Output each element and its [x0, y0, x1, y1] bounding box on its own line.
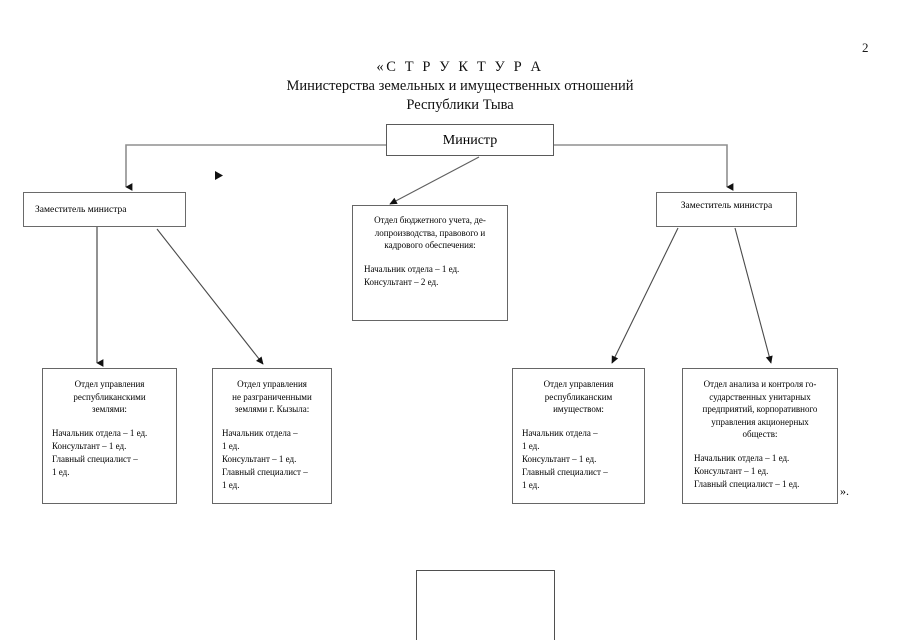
edge-deputy-right-to-dept3: [611, 227, 679, 364]
edge-minister-to-deputy-right: [554, 144, 734, 191]
node-dept2-title-line-2: не разграниченными: [232, 391, 312, 402]
node-dept1-title-line-2: республиканскими: [73, 391, 146, 402]
stray-arrow-icon-left: [215, 171, 223, 180]
node-budget-title-line-1: Отдел бюджетного учета, де-: [374, 215, 486, 225]
node-budget-title-line-2: лопроизводства, правового и: [374, 227, 486, 238]
node-dept1-staff-line-1: Начальник отдела – 1 ед.: [52, 427, 148, 438]
node-dept2-staff-line-1: Начальник отдела –: [222, 427, 298, 438]
node-dept3-title: Отдел управления республиканским имущест…: [519, 378, 638, 416]
title-line-2: Министерства земельных и имущественных о…: [286, 78, 634, 94]
edge-minister-to-deputy-left: [125, 144, 386, 191]
node-minister-label: Министр: [442, 133, 498, 148]
node-budget-staff: Начальник отдела – 1 ед. Консультант – 2…: [360, 263, 500, 289]
node-dept2-staff-line-2: 1 ед.: [222, 440, 240, 451]
node-budget-department[interactable]: Отдел бюджетного учета, де- лопроизводст…: [352, 205, 508, 321]
node-dept4-title: Отдел анализа и контроля го- сударственн…: [689, 378, 831, 441]
node-dept3-staff-line-5: 1 ед.: [522, 479, 540, 490]
node-dept4-staff-line-3: Главный специалист – 1 ед.: [694, 478, 800, 489]
node-dept1-staff: Начальник отдела – 1 ед. Консультант – 1…: [49, 427, 170, 479]
edge-deputy-left-to-dept2: [156, 228, 264, 365]
node-dept2-title-line-1: Отдел управления: [237, 379, 307, 389]
node-dept4-title-line-5: обществ:: [742, 429, 778, 440]
node-dept2-title-line-3: землями г. Кызыла:: [234, 404, 310, 415]
node-dept4-title-line-1: Отдел анализа и контроля го-: [703, 379, 817, 389]
node-dept-republican-lands[interactable]: Отдел управления республиканскими землям…: [42, 368, 177, 504]
node-dept3-staff: Начальник отдела – 1 ед. Консультант – 1…: [519, 427, 638, 492]
node-dept1-staff-line-2: Консультант – 1 ед.: [52, 440, 127, 451]
node-dept4-title-line-2: сударственных унитарных: [709, 391, 811, 402]
empty-box[interactable]: [416, 570, 555, 640]
node-dept3-staff-line-1: Начальник отдела –: [522, 427, 598, 438]
closing-quotation-mark: ».: [840, 484, 849, 498]
node-dept2-staff-line-5: 1 ед.: [222, 479, 240, 490]
node-dept1-title: Отдел управления республиканскими землям…: [49, 378, 170, 416]
node-deputy-minister-left[interactable]: Заместитель министра: [23, 192, 186, 227]
edge-deputy-right-to-dept4: [734, 227, 773, 364]
node-budget-title-line-3: кадрового обеспечения:: [384, 240, 476, 251]
page-number: 2: [862, 40, 869, 55]
node-dept-republican-property[interactable]: Отдел управления республиканским имущест…: [512, 368, 645, 504]
node-dept3-staff-line-4: Главный специалист –: [522, 466, 608, 477]
node-dept2-staff-line-4: Главный специалист –: [222, 466, 308, 477]
node-dept-analysis-control[interactable]: Отдел анализа и контроля го- сударственн…: [682, 368, 838, 504]
node-dept2-staff: Начальник отдела – 1 ед. Консультант – 1…: [219, 427, 325, 492]
node-dept3-staff-line-3: Консультант – 1 ед.: [522, 453, 597, 464]
node-dept3-title-line-1: Отдел управления: [543, 379, 614, 389]
node-dept1-staff-line-3: Главный специалист –: [52, 453, 138, 464]
node-dept4-title-line-3: предприятий, корпоративного: [702, 404, 818, 415]
document-title: «С Т Р У К Т У Р А Министерства земельны…: [230, 58, 690, 115]
node-deputy-right-label: Заместитель министра: [680, 201, 773, 211]
node-budget-staff-line-2: Консультант – 2 ед.: [364, 276, 439, 287]
node-deputy-left-label: Заместитель министра: [35, 205, 127, 215]
node-budget-staff-line-1: Начальник отдела – 1 ед.: [364, 263, 460, 274]
node-dept4-title-line-4: управления акционерных: [711, 416, 809, 427]
node-dept3-title-line-2: республиканским: [544, 391, 613, 402]
node-dept3-title-line-3: имуществом:: [553, 404, 604, 415]
node-dept4-staff-line-2: Консультант – 1 ед.: [694, 465, 769, 476]
node-dept-undivided-lands[interactable]: Отдел управления не разграниченными земл…: [212, 368, 332, 504]
node-dept4-staff-line-1: Начальник отдела – 1 ед.: [694, 452, 790, 463]
node-dept2-title: Отдел управления не разграниченными земл…: [219, 378, 325, 416]
node-dept1-staff-line-4: 1 ед.: [52, 466, 70, 477]
node-dept1-title-line-3: землями:: [92, 404, 127, 415]
node-dept4-staff: Начальник отдела – 1 ед. Консультант – 1…: [689, 452, 831, 491]
node-minister[interactable]: Министр: [386, 124, 554, 156]
node-dept2-staff-line-3: Консультант – 1 ед.: [222, 453, 297, 464]
node-dept1-title-line-1: Отдел управления: [74, 379, 145, 389]
title-line-3: Республики Тыва: [406, 97, 514, 113]
node-budget-title: Отдел бюджетного учета, де- лопроизводст…: [360, 214, 500, 252]
node-dept3-staff-line-2: 1 ед.: [522, 440, 540, 451]
edge-minister-to-budget: [389, 156, 480, 205]
node-deputy-minister-right[interactable]: Заместитель министра: [656, 192, 797, 227]
title-line-1: «С Т Р У К Т У Р А: [376, 59, 544, 75]
